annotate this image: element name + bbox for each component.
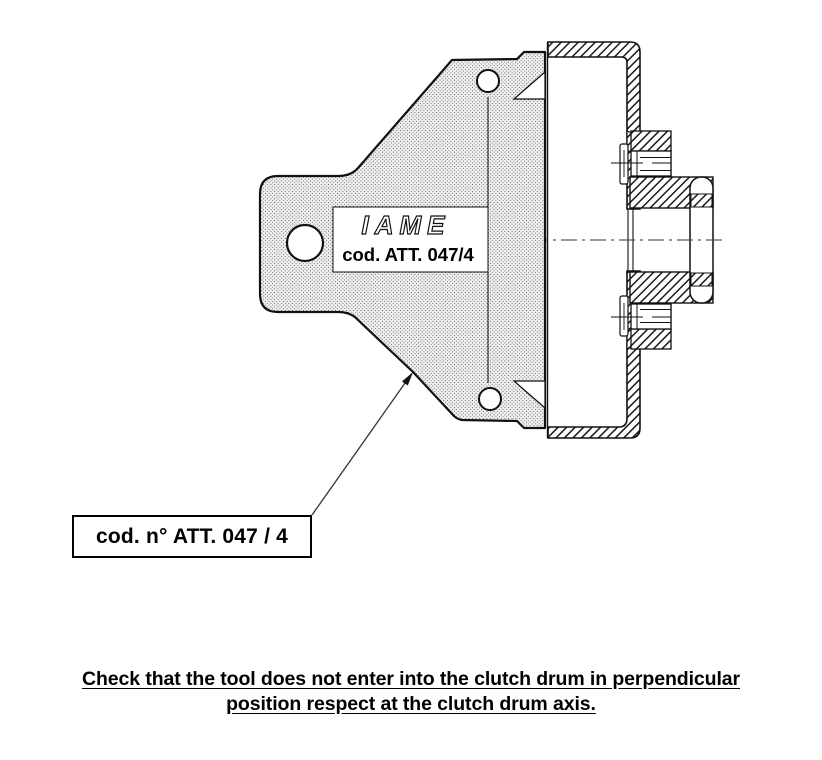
caption-line-2: position respect at the clutch drum axis… (226, 693, 596, 715)
shaft-flange-notch-lower (690, 272, 713, 287)
tool-notch-top (512, 70, 546, 100)
nut-window-upper (630, 150, 672, 177)
shaft-flange-notch-upper (690, 193, 713, 208)
caption: Check that the tool does not enter into … (0, 667, 822, 717)
tool-logo-text: IAME (362, 210, 451, 240)
tool-label-plate (332, 206, 489, 273)
nut-window-lower (630, 303, 672, 330)
tool-hole-top (476, 69, 500, 93)
tool-code-text: cod. ATT. 047/4 (342, 244, 474, 265)
tool-notch-bottom (512, 380, 546, 410)
nut-cap-lower (630, 328, 672, 350)
callout-arrowhead (402, 372, 413, 386)
callout-label: cod. n° ATT. 047 / 4 (95, 524, 289, 548)
stud-axis-lower (611, 303, 643, 330)
stud-axis-upper (611, 150, 643, 177)
callout-leader (311, 372, 413, 516)
tool-handle-hole (285, 223, 325, 263)
nut-cap-upper (630, 130, 672, 152)
tool-hole-bottom (478, 387, 502, 411)
callout-leader-line (311, 375, 411, 516)
callout-box: cod. n° ATT. 047 / 4 (72, 515, 312, 558)
clutch-tool: IAME cod. ATT. 047/4 (258, 50, 547, 430)
clutch-drum (532, 41, 725, 439)
caption-line-1: Check that the tool does not enter into … (81, 668, 741, 690)
